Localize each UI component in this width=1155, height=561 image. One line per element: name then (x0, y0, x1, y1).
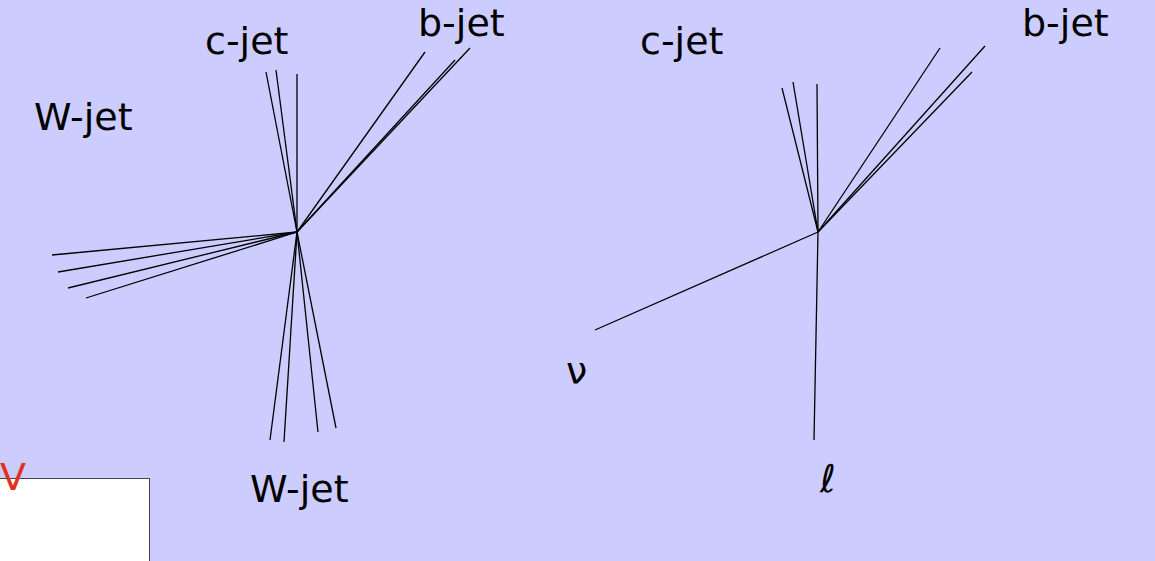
lepton-label: ℓ (820, 460, 836, 498)
jet-label: W-jet (34, 98, 133, 136)
unit-fragment: V (0, 458, 26, 496)
neutrino-label: ν (566, 352, 587, 390)
jet-label: b-jet (418, 4, 505, 42)
jet-label: c-jet (205, 22, 288, 60)
jet-label: b-jet (1022, 4, 1109, 42)
jet-label: c-jet (640, 22, 723, 60)
jet-label: W-jet (250, 470, 349, 508)
